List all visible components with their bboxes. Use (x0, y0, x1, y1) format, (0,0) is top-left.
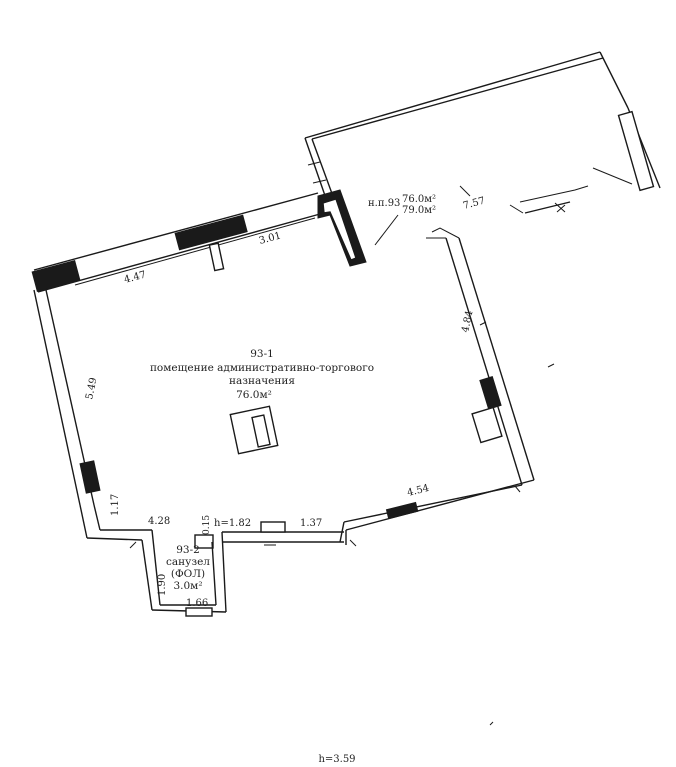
dim-4-54: 4.54 (406, 483, 430, 499)
room-93-2-walls (141, 529, 227, 617)
dim-4-47: 4.47 (123, 270, 147, 286)
adjacent-space-walls (304, 51, 661, 246)
plan-labels: 4.47 3.01 5.49 4.84 4.54 1.17 4.28 h=1.8… (84, 194, 486, 765)
room-93-1-area: 76.0м² (236, 389, 272, 401)
room-93-1-name-line2: назначения (229, 375, 295, 387)
room-93-2-name-line2: (ФОЛ) (171, 568, 205, 580)
np93-label: н.п.93 (368, 198, 400, 209)
room-93-1-name-line1: помещение административно-торгового (150, 362, 374, 374)
dim-1-37: 1.37 (300, 518, 322, 529)
room-93-1-number: 93-1 (250, 348, 274, 360)
room-93-2-area: 3.0м² (173, 580, 202, 592)
dim-4-84: 4.84 (460, 310, 475, 334)
room-93-1-walls (31, 189, 535, 549)
room-93-2-number: 93-2 (176, 544, 200, 556)
dim-1-66: 1.66 (186, 598, 208, 609)
dim-7-57: 7.57 (462, 196, 486, 212)
np93-area-2: 79.0м² (402, 205, 436, 216)
dim-4-28: 4.28 (148, 516, 170, 527)
dim-5-49: 5.49 (84, 377, 99, 401)
ceiling-height-note: h=3.59 (318, 754, 355, 765)
dim-1-90: 1.90 (157, 574, 168, 596)
dim-1-17: 1.17 (110, 494, 121, 516)
room-93-2-name-line1: санузел (166, 556, 210, 568)
dim-0-15: 0.15 (202, 515, 212, 535)
dim-h-1-82: h=1.82 (214, 518, 251, 529)
drawing-marks (129, 321, 555, 726)
np93-area-1: 76.0м² (402, 194, 436, 205)
